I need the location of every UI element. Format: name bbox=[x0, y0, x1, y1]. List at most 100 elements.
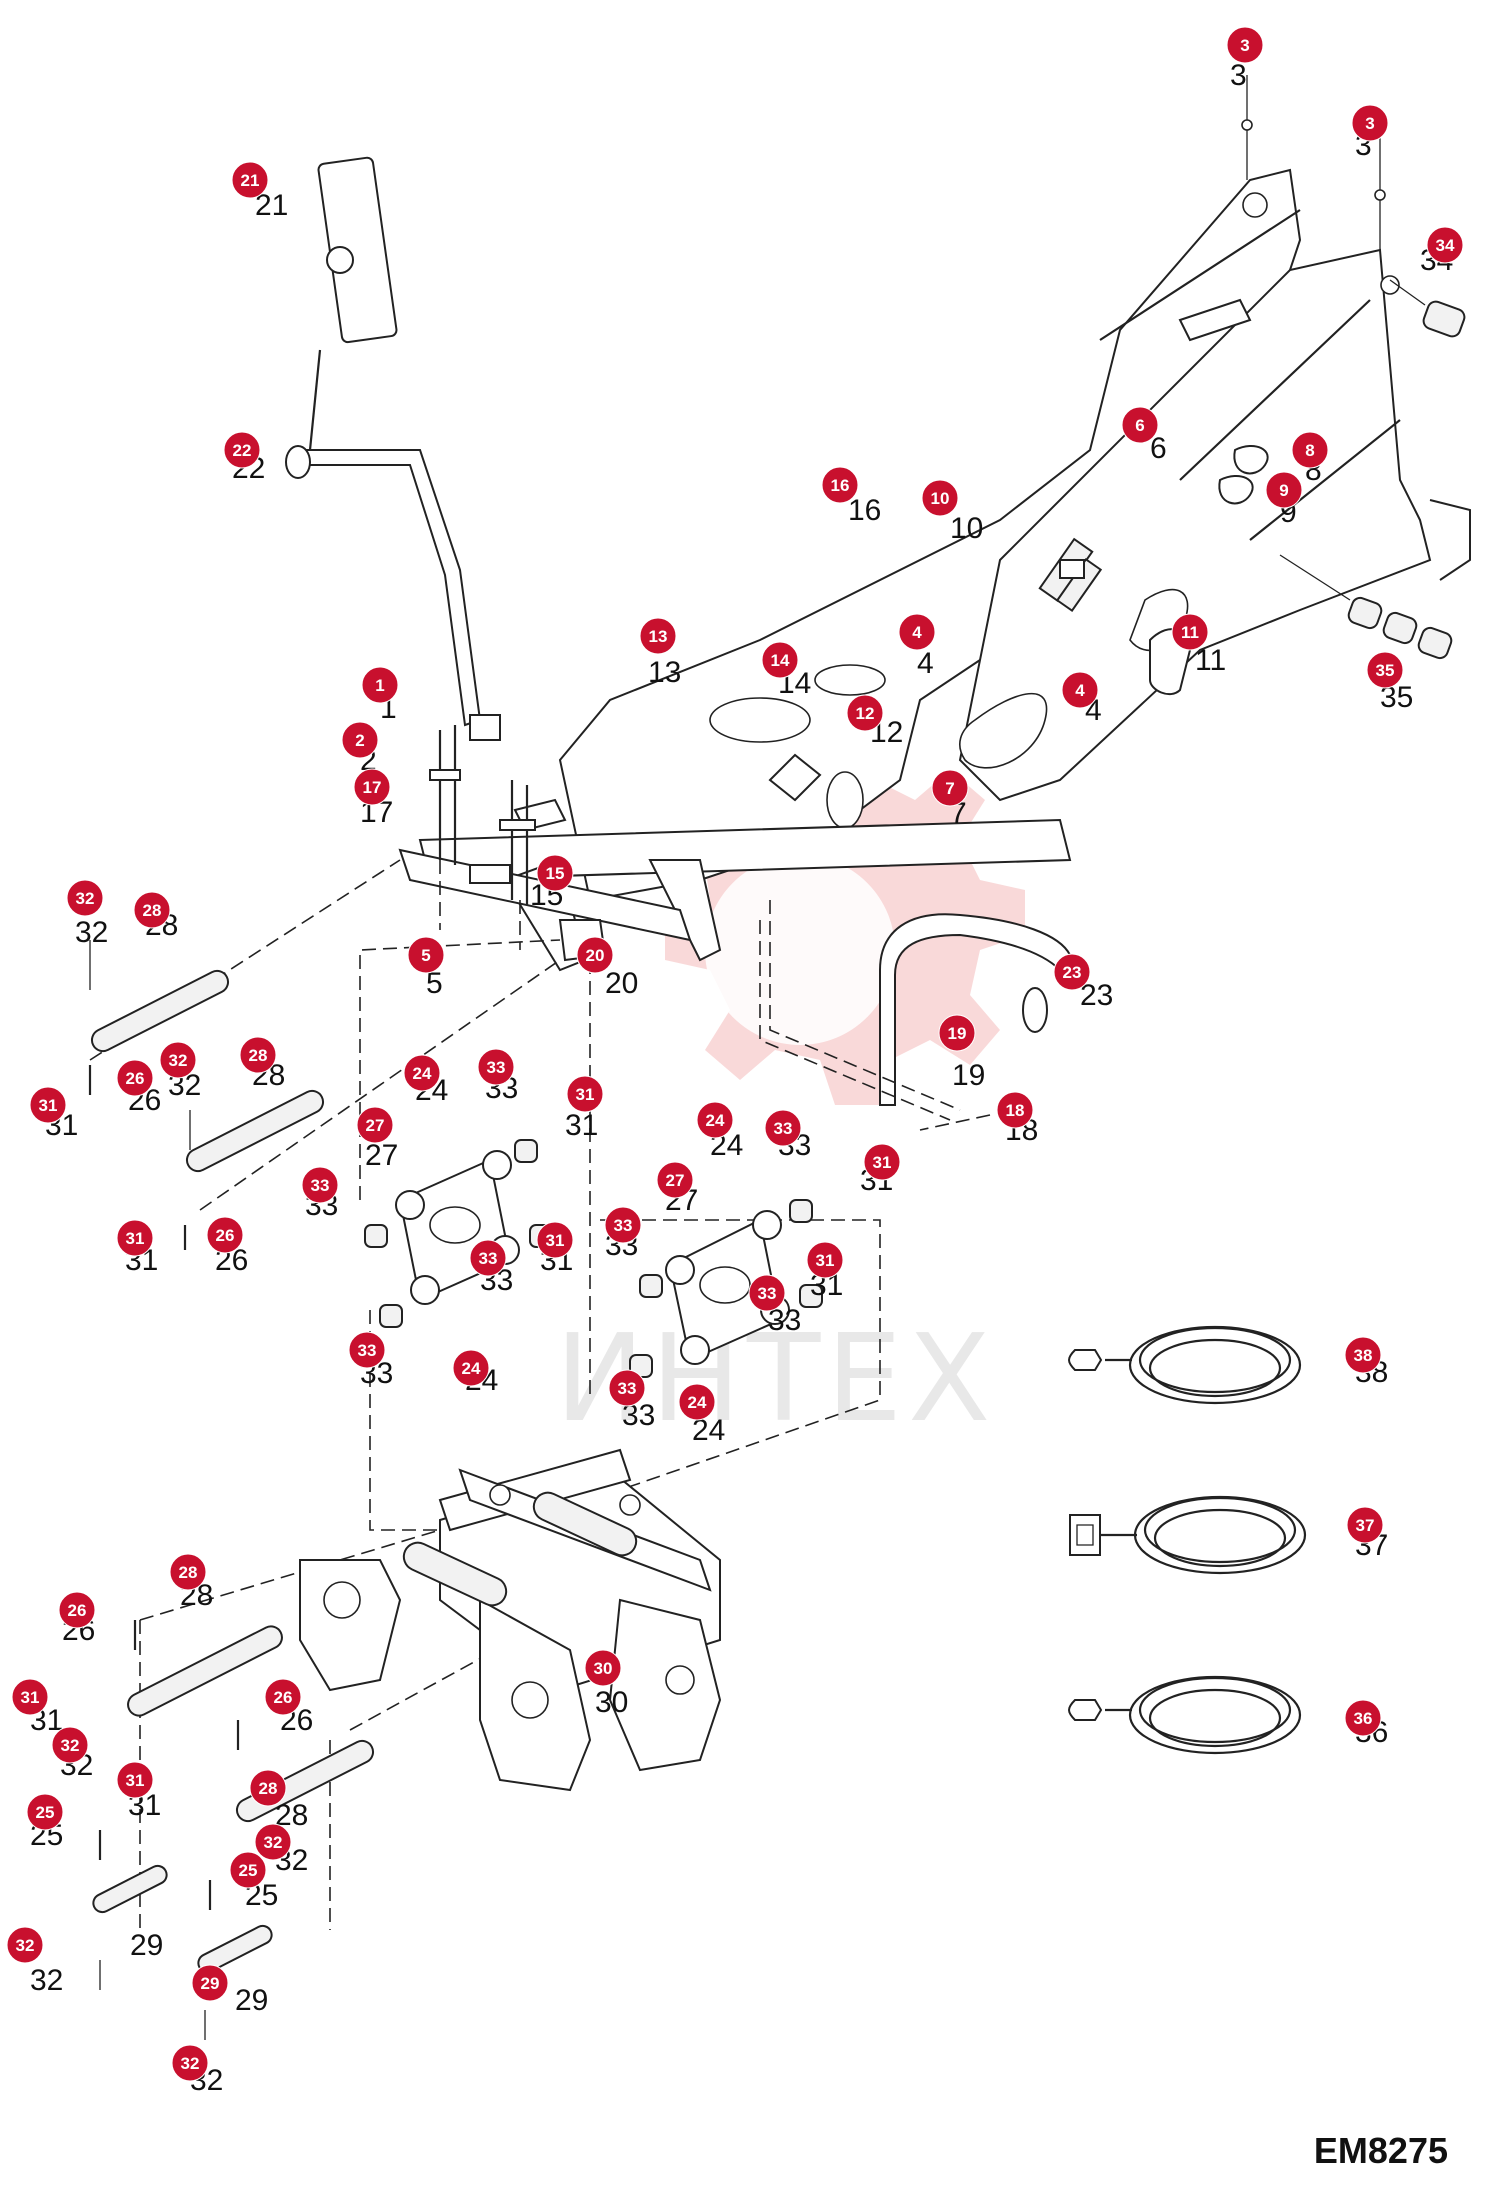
callout-badge-number: 26 bbox=[274, 1688, 293, 1707]
callout-badge-number: 31 bbox=[126, 1771, 145, 1790]
callout-badge-25[interactable]: 25 bbox=[229, 1851, 267, 1889]
part-label-13: 13 bbox=[648, 656, 681, 689]
callout-badge-28[interactable]: 28 bbox=[169, 1553, 207, 1591]
callout-badge-20[interactable]: 20 bbox=[576, 936, 614, 974]
callout-badge-16[interactable]: 16 bbox=[821, 466, 859, 504]
callout-badge-number: 16 bbox=[831, 476, 850, 495]
callout-badge-21[interactable]: 21 bbox=[231, 161, 269, 199]
callout-badge-number: 15 bbox=[546, 864, 565, 883]
callout-badge-number: 10 bbox=[931, 489, 950, 508]
callout-badge-number: 33 bbox=[618, 1379, 637, 1398]
callout-badge-24[interactable]: 24 bbox=[678, 1383, 716, 1421]
callout-badge-1[interactable]: 1 bbox=[361, 666, 399, 704]
callout-badge-27[interactable]: 27 bbox=[656, 1161, 694, 1199]
callout-badge-32[interactable]: 32 bbox=[171, 2044, 209, 2082]
callout-badge-35[interactable]: 35 bbox=[1366, 651, 1404, 689]
callout-badge-number: 9 bbox=[1279, 481, 1288, 500]
callout-badge-32[interactable]: 32 bbox=[51, 1726, 89, 1764]
callout-badge-29[interactable]: 29 bbox=[191, 1964, 229, 2002]
callout-badge-33[interactable]: 33 bbox=[608, 1369, 646, 1407]
callout-badge-number: 20 bbox=[586, 946, 605, 965]
callout-badge-number: 28 bbox=[143, 901, 162, 920]
callout-badge-number: 27 bbox=[666, 1171, 685, 1190]
callout-badge-9[interactable]: 9 bbox=[1265, 471, 1303, 509]
callout-badge-31[interactable]: 31 bbox=[116, 1761, 154, 1799]
callout-badge-2[interactable]: 2 bbox=[341, 721, 379, 759]
bolts bbox=[429, 725, 536, 950]
callout-badge-28[interactable]: 28 bbox=[133, 891, 171, 929]
callout-badge-number: 26 bbox=[68, 1601, 87, 1620]
callout-badge-26[interactable]: 26 bbox=[264, 1678, 302, 1716]
callout-badge-3[interactable]: 3 bbox=[1351, 104, 1389, 142]
callout-badge-17[interactable]: 17 bbox=[353, 768, 391, 806]
callout-badge-38[interactable]: 38 bbox=[1344, 1336, 1382, 1374]
callout-badge-31[interactable]: 31 bbox=[806, 1241, 844, 1279]
callout-badge-6[interactable]: 6 bbox=[1121, 406, 1159, 444]
callout-badge-28[interactable]: 28 bbox=[239, 1036, 277, 1074]
callout-badge-13[interactable]: 13 bbox=[639, 617, 677, 655]
callout-badge-number: 32 bbox=[181, 2054, 200, 2073]
callout-badge-33[interactable]: 33 bbox=[477, 1048, 515, 1086]
callout-badge-number: 31 bbox=[576, 1085, 595, 1104]
callout-badge-24[interactable]: 24 bbox=[452, 1349, 490, 1387]
callout-badge-11[interactable]: 11 bbox=[1171, 613, 1209, 651]
callout-badge-18[interactable]: 18 bbox=[996, 1091, 1034, 1129]
callout-badge-24[interactable]: 24 bbox=[696, 1101, 734, 1139]
callout-badge-31[interactable]: 31 bbox=[566, 1075, 604, 1113]
callout-badge-26[interactable]: 26 bbox=[206, 1216, 244, 1254]
callout-badge-37[interactable]: 37 bbox=[1346, 1506, 1384, 1544]
callout-badge-number: 32 bbox=[264, 1833, 283, 1852]
callout-badge-19[interactable]: 19 bbox=[938, 1014, 976, 1052]
bushings bbox=[1279, 279, 1466, 660]
callout-badge-26[interactable]: 26 bbox=[116, 1059, 154, 1097]
callout-badge-30[interactable]: 30 bbox=[584, 1649, 622, 1687]
callout-badge-33[interactable]: 33 bbox=[748, 1274, 786, 1312]
callout-badge-number: 4 bbox=[912, 623, 922, 642]
callout-badge-32[interactable]: 32 bbox=[6, 1926, 44, 1964]
callout-badge-number: 28 bbox=[179, 1563, 198, 1582]
callout-badge-31[interactable]: 31 bbox=[29, 1086, 67, 1124]
lever-assembly bbox=[285, 156, 501, 741]
retainer-pins bbox=[88, 940, 240, 2040]
callout-badge-12[interactable]: 12 bbox=[846, 694, 884, 732]
callout-badge-4[interactable]: 4 bbox=[1061, 671, 1099, 709]
part-label-32: 32 bbox=[30, 1964, 63, 1997]
callout-badge-4[interactable]: 4 bbox=[898, 613, 936, 651]
callout-badge-36[interactable]: 36 bbox=[1344, 1699, 1382, 1737]
fittings-3 bbox=[1241, 75, 1386, 250]
callout-badge-15[interactable]: 15 bbox=[536, 854, 574, 892]
callout-badge-33[interactable]: 33 bbox=[604, 1206, 642, 1244]
bushings-33 bbox=[364, 1139, 823, 1378]
callout-badge-31[interactable]: 31 bbox=[536, 1221, 574, 1259]
callout-badge-14[interactable]: 14 bbox=[761, 641, 799, 679]
callout-badge-10[interactable]: 10 bbox=[921, 479, 959, 517]
callout-badge-8[interactable]: 8 bbox=[1291, 431, 1329, 469]
callout-badge-number: 33 bbox=[487, 1058, 506, 1077]
part-label-5: 5 bbox=[426, 967, 443, 1000]
callout-badge-33[interactable]: 33 bbox=[348, 1331, 386, 1369]
callout-badge-23[interactable]: 23 bbox=[1053, 953, 1091, 991]
callout-badge-7[interactable]: 7 bbox=[931, 769, 969, 807]
callout-badge-28[interactable]: 28 bbox=[249, 1769, 287, 1807]
callout-badge-31[interactable]: 31 bbox=[11, 1678, 49, 1716]
callout-badge-number: 3 bbox=[1240, 36, 1249, 55]
callout-badge-34[interactable]: 34 bbox=[1426, 226, 1464, 264]
callout-badge-31[interactable]: 31 bbox=[863, 1143, 901, 1181]
callout-badge-32[interactable]: 32 bbox=[66, 879, 104, 917]
callout-badge-33[interactable]: 33 bbox=[764, 1109, 802, 1147]
callout-badge-31[interactable]: 31 bbox=[116, 1219, 154, 1257]
callout-badge-number: 33 bbox=[614, 1216, 633, 1235]
callout-badge-number: 30 bbox=[594, 1659, 613, 1678]
callout-badge-27[interactable]: 27 bbox=[356, 1106, 394, 1144]
callout-badge-33[interactable]: 33 bbox=[301, 1166, 339, 1204]
callout-badge-32[interactable]: 32 bbox=[159, 1041, 197, 1079]
callout-badge-33[interactable]: 33 bbox=[469, 1239, 507, 1277]
callout-badge-3[interactable]: 3 bbox=[1226, 26, 1264, 64]
callout-badge-22[interactable]: 22 bbox=[223, 431, 261, 469]
callout-badge-24[interactable]: 24 bbox=[403, 1054, 441, 1092]
callout-badge-25[interactable]: 25 bbox=[26, 1793, 64, 1831]
callout-badge-number: 24 bbox=[462, 1359, 481, 1378]
callout-badge-5[interactable]: 5 bbox=[407, 936, 445, 974]
callout-badge-26[interactable]: 26 bbox=[58, 1591, 96, 1629]
callout-badge-32[interactable]: 32 bbox=[254, 1823, 292, 1861]
